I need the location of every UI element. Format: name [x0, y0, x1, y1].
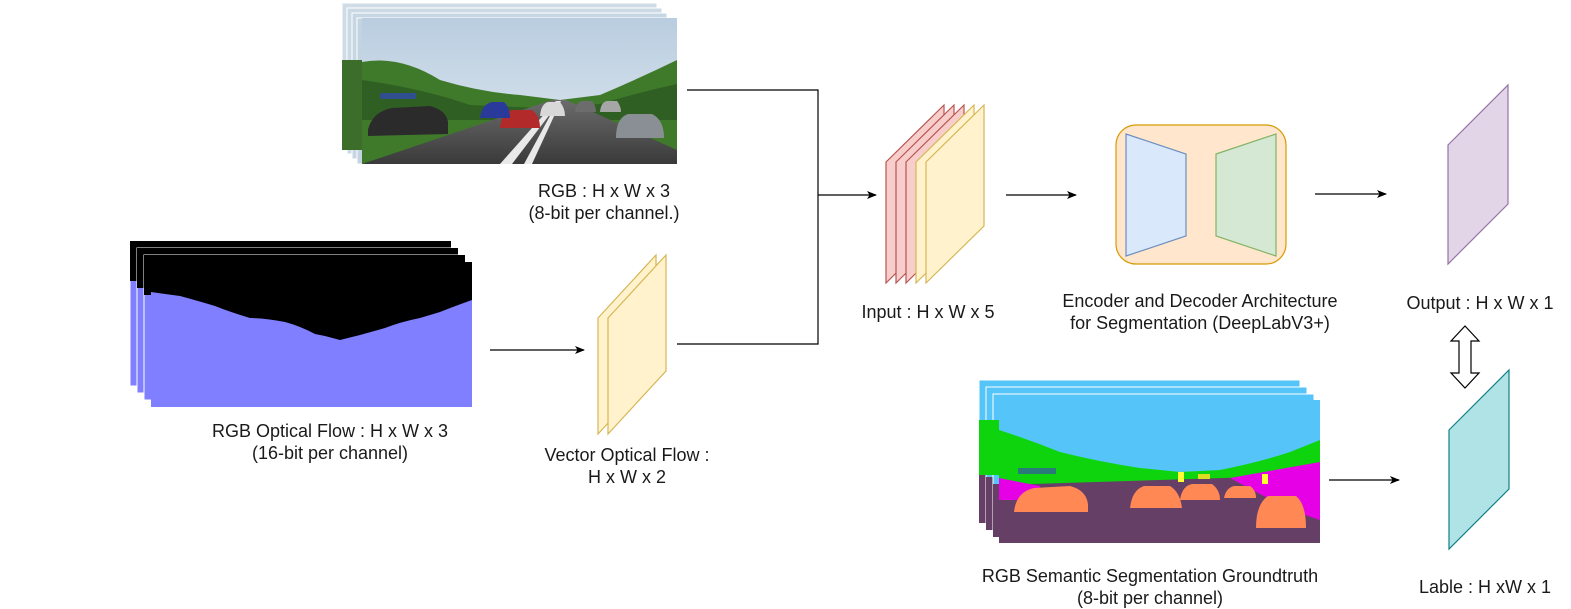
- optical-flow-title: RGB Optical Flow : H x W x 3: [211, 421, 449, 441]
- segmentation-image: [999, 400, 1320, 543]
- optical-flow-stack: [129, 240, 472, 407]
- output-layer: [1447, 83, 1509, 266]
- input-layer-flow: [925, 103, 985, 285]
- encoder-decoder-title: Encoder and Decoder Architecture: [1062, 291, 1338, 311]
- compare-double-arrow: [1449, 325, 1481, 389]
- connector-rgb-to-input: [687, 89, 819, 195]
- label-title: Lable : H xW x 1: [1418, 577, 1552, 597]
- seg-stack-edge: [979, 420, 999, 475]
- encoder-trapezoid: [1125, 133, 1187, 257]
- vector-flow-layer: [607, 253, 667, 436]
- groundtruth-title: RGB Semantic Segmentation Groundtruth: [981, 566, 1319, 586]
- rgb-subtitle: (8-bit per channel.): [528, 203, 680, 223]
- input-stack: [885, 103, 985, 285]
- output-label: Output : H x W x 1: [1392, 292, 1568, 314]
- encoder-decoder-block: [1115, 124, 1287, 265]
- output-title: Output : H x W x 1: [1406, 293, 1554, 313]
- vector-flow-title: Vector Optical Flow :: [544, 445, 710, 465]
- rgb-title: RGB : H x W x 3: [537, 181, 670, 201]
- highway-photo: [362, 18, 677, 164]
- encoder-decoder-label: Encoder and Decoder Architecture for Seg…: [1040, 290, 1360, 334]
- vector-flow-layers: [597, 253, 667, 436]
- label-caption: Lable : H xW x 1: [1400, 576, 1570, 598]
- optical-flow-label: RGB Optical Flow : H x W x 3 (16-bit per…: [170, 420, 490, 464]
- input-label: Input : H x W x 5: [838, 301, 1018, 323]
- encoder-decoder-subtitle: for Segmentation (DeepLabV3+): [1070, 313, 1330, 333]
- connector-vector-to-input: [677, 195, 819, 345]
- optical-flow-subtitle: (16-bit per channel): [251, 443, 409, 463]
- vector-flow-label: Vector Optical Flow : H x W x 2: [517, 444, 737, 488]
- decoder-trapezoid: [1215, 133, 1277, 257]
- rgb-label: RGB : H x W x 3 (8-bit per channel.): [484, 180, 724, 224]
- rgb-image-stack: [341, 2, 677, 165]
- label-layer: [1448, 368, 1510, 551]
- input-title: Input : H x W x 5: [861, 302, 995, 322]
- connectors: [490, 89, 1400, 484]
- optical-flow-image: [151, 262, 472, 407]
- vector-flow-subtitle: H x W x 2: [587, 467, 666, 487]
- segmentation-gt-stack: [978, 379, 1320, 543]
- rgb-stack-edge: [342, 60, 362, 150]
- groundtruth-subtitle: (8-bit per channel): [1076, 588, 1224, 608]
- groundtruth-label: RGB Semantic Segmentation Groundtruth (8…: [944, 565, 1356, 609]
